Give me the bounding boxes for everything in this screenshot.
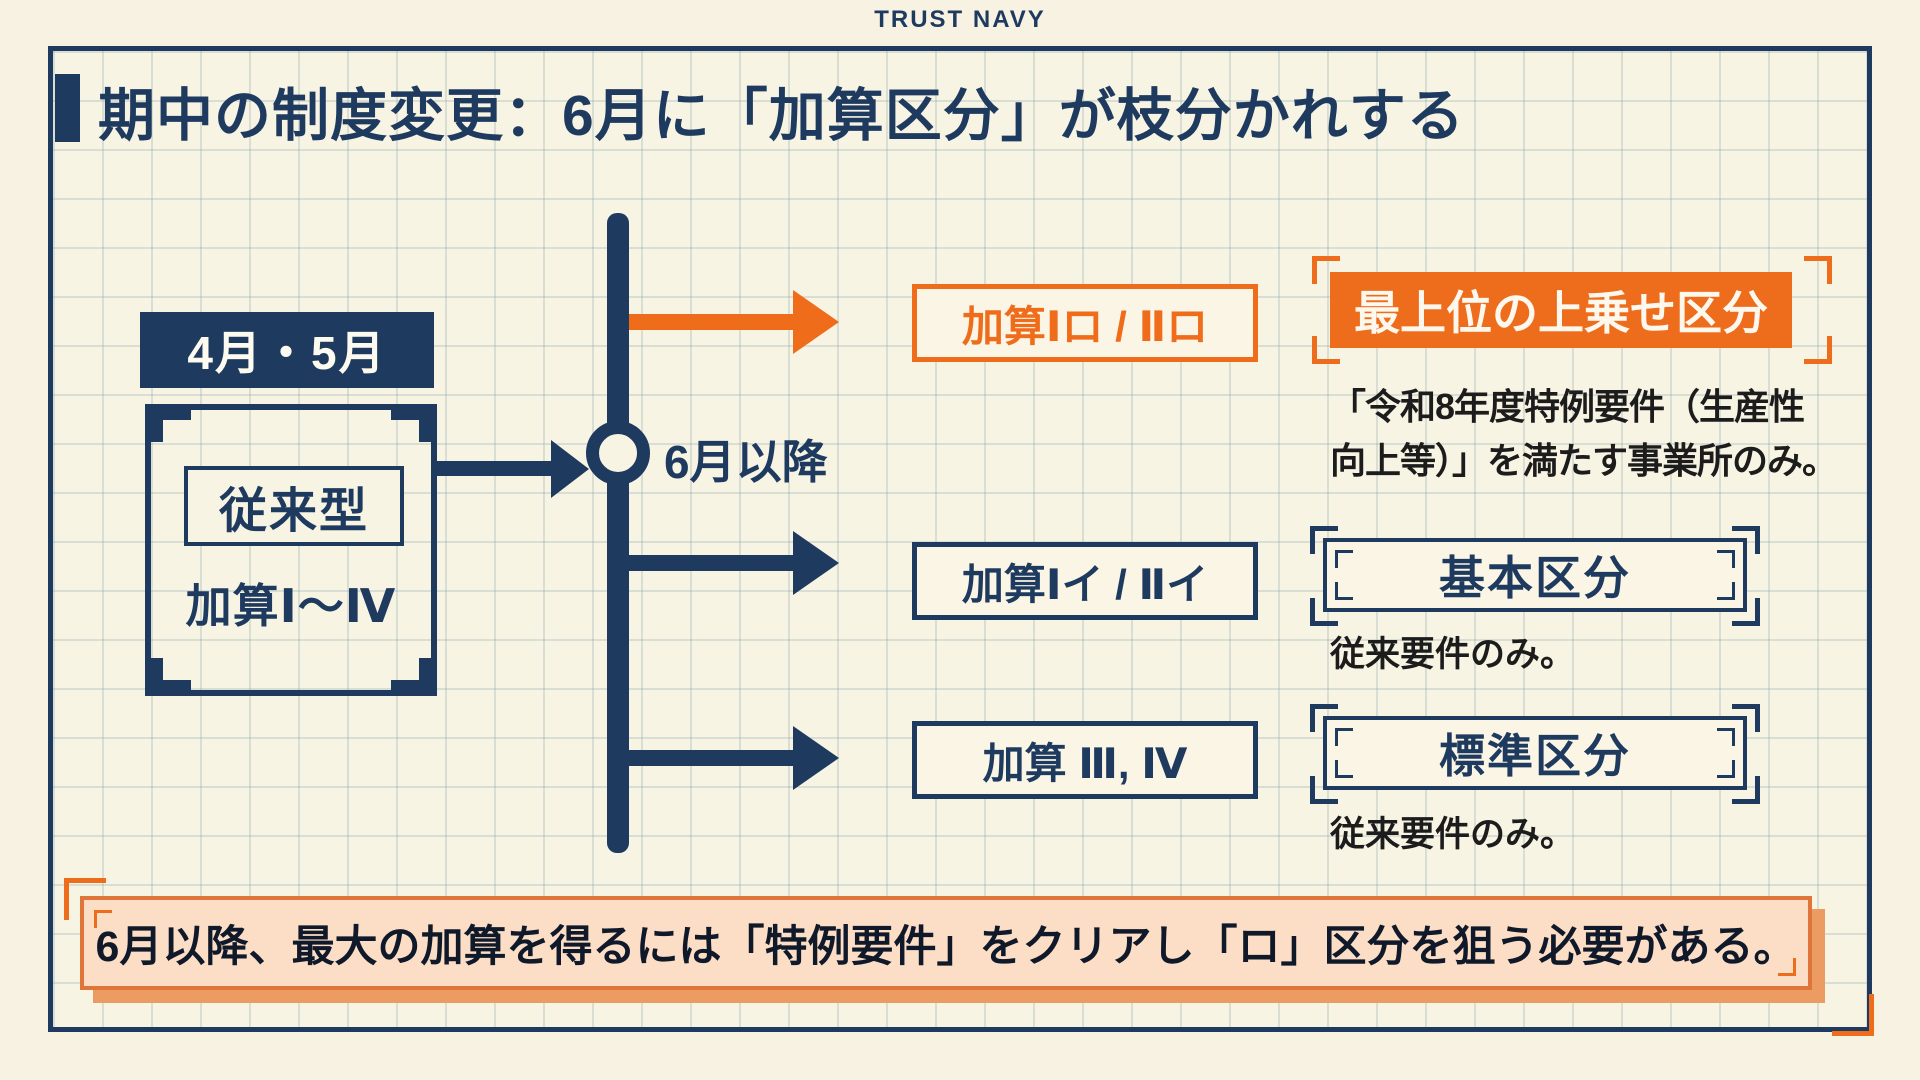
connector-line [437, 461, 553, 476]
bracket-icon [1732, 526, 1760, 554]
bracket-icon [1335, 550, 1353, 568]
title-accent-bar [55, 74, 80, 142]
bracket-icon [1717, 760, 1735, 778]
basic-category-label: 基本区分 [1439, 552, 1631, 604]
timeline-node-label: 6月以降 [664, 436, 828, 488]
branch-line [629, 314, 795, 330]
bracket-icon [1310, 776, 1338, 804]
brand-title: TRUST NAVY [874, 6, 1046, 33]
branch-line [629, 555, 795, 571]
bracket-icon [1832, 994, 1874, 1036]
bracket-icon [1732, 598, 1760, 626]
bracket-icon [1717, 550, 1735, 568]
frame-corner-icon [391, 658, 437, 696]
bracket-icon [1778, 958, 1796, 976]
standard-category-label: 標準区分 [1439, 730, 1631, 782]
frame-corner-icon [145, 404, 191, 442]
branch-arrowhead-icon [793, 726, 839, 790]
description-line: 「令和8年度特例要件（生産性 [1330, 386, 1805, 427]
period-header: 4月・5月 [140, 312, 434, 388]
bracket-icon [1717, 582, 1735, 600]
bracket-icon [1804, 256, 1832, 284]
page-title: 期中の制度変更：6月に「加算区分」が枝分かれする [98, 84, 1465, 148]
branch-arrowhead-icon [793, 290, 839, 354]
bracket-icon [1335, 582, 1353, 600]
bracket-icon [1335, 760, 1353, 778]
bracket-icon [1312, 256, 1340, 284]
bracket-icon [1312, 336, 1340, 364]
legacy-type-box: 従来型 [184, 466, 404, 546]
footer-banner: 6月以降、最大の加算を得るには「特例要件」をクリアし「ロ」区分を狙う必要がある。 [80, 896, 1812, 990]
frame-corner-icon [391, 404, 437, 442]
top-category-description: 「令和8年度特例要件（生産性 向上等）」を満たす事業所のみ。 [1330, 380, 1878, 488]
basic-category-caption: 従来要件のみ。 [1330, 635, 1576, 674]
bracket-icon [1804, 336, 1832, 364]
branch-arrowhead-icon [793, 531, 839, 595]
top-category-header: 最上位の上乗せ区分 [1330, 272, 1792, 348]
bracket-icon [1310, 598, 1338, 626]
bracket-icon [1310, 704, 1338, 732]
description-line: 向上等）」を満たす事業所のみ。 [1330, 440, 1838, 481]
standard-category-box: 標準区分 [1323, 716, 1747, 790]
basic-category-box: 基本区分 [1323, 538, 1747, 612]
legacy-range-label: 加算Ⅰ〜Ⅳ [185, 580, 397, 632]
standard-category-caption: 従来要件のみ。 [1330, 815, 1576, 854]
timeline-line [607, 213, 629, 853]
timeline-node-circle [586, 421, 650, 485]
bracket-icon [94, 910, 112, 928]
bracket-icon [1310, 526, 1338, 554]
connector-arrowhead-icon [551, 440, 589, 498]
branch-box-bottom: 加算 Ⅲ, Ⅳ [912, 721, 1258, 799]
legacy-frame-box: 従来型 加算Ⅰ〜Ⅳ [145, 404, 437, 696]
branch-line [629, 750, 795, 766]
frame-corner-icon [145, 658, 191, 696]
bracket-icon [1732, 776, 1760, 804]
branch-box-top: 加算Ⅰロ / Ⅱロ [912, 284, 1258, 362]
bracket-icon [1732, 704, 1760, 732]
bracket-icon [1717, 728, 1735, 746]
branch-box-middle: 加算Ⅰイ / Ⅱイ [912, 542, 1258, 620]
bracket-icon [1335, 728, 1353, 746]
bracket-icon [64, 878, 106, 920]
